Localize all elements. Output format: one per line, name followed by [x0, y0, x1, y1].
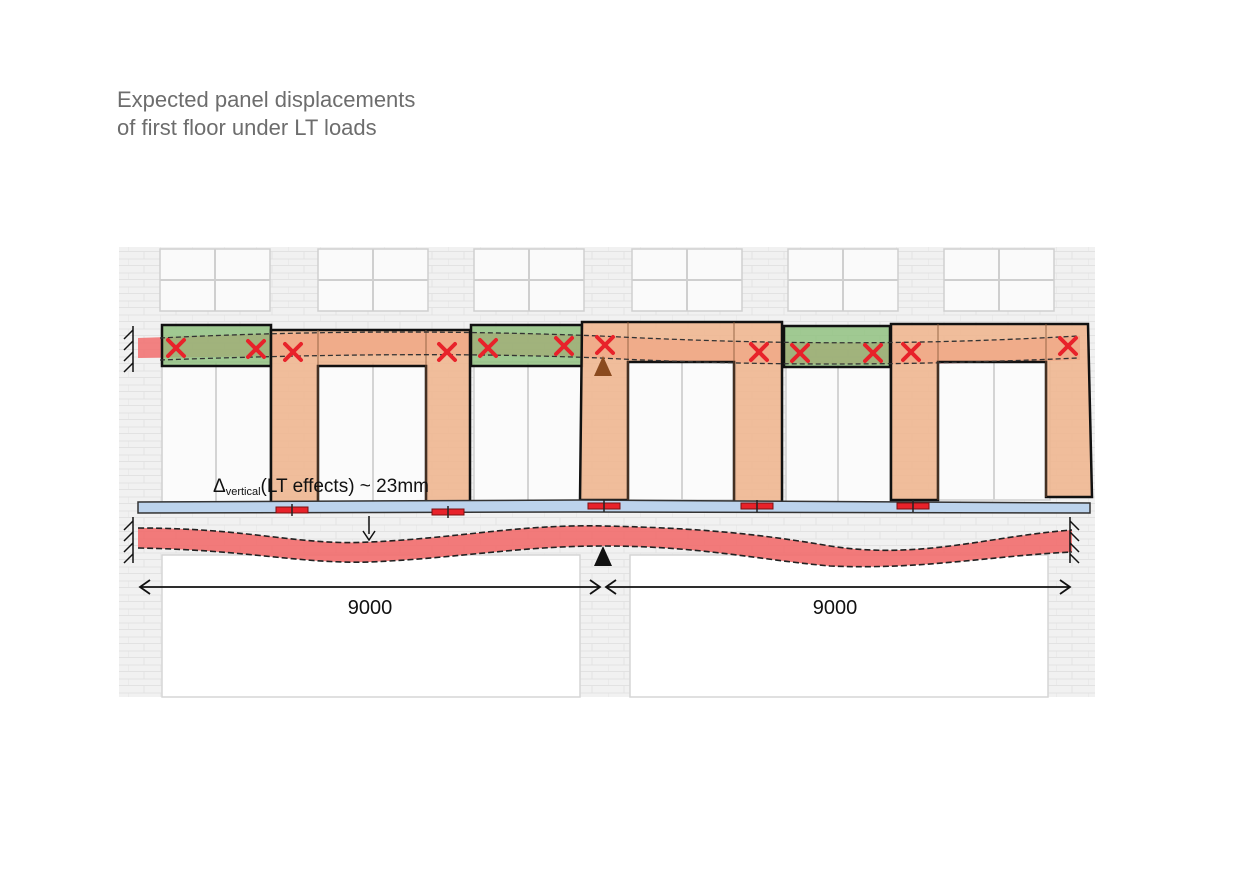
pin-support-icon [594, 356, 612, 376]
dimension-line-right [604, 579, 1072, 595]
lintel-panel-3 [782, 324, 892, 369]
lower-deflection-band [137, 525, 1073, 568]
deflection-arrow-icon [362, 516, 376, 542]
fixed-support-icon [123, 326, 134, 564]
span-label-right: 9000 [813, 597, 858, 619]
annotation-text: (LT effects) ~ 23mm [261, 476, 429, 497]
upper-deflected-line-top [159, 331, 1079, 344]
dimension-line-left [138, 579, 602, 595]
caption-line-1: Expected panel displacements [117, 87, 416, 112]
figure-caption: Expected panel displacements of first fl… [117, 86, 415, 142]
delta-subscript: vertical [226, 486, 261, 498]
span-label-left: 9000 [348, 597, 393, 619]
fixed-support-right-icon [1069, 517, 1080, 564]
delta-symbol: Δ [213, 476, 226, 497]
caption-line-2: of first floor under LT loads [117, 115, 377, 140]
center-support-icon [594, 546, 612, 566]
deflection-annotation: Δvertical(LT effects) ~ 23mm [213, 476, 429, 498]
